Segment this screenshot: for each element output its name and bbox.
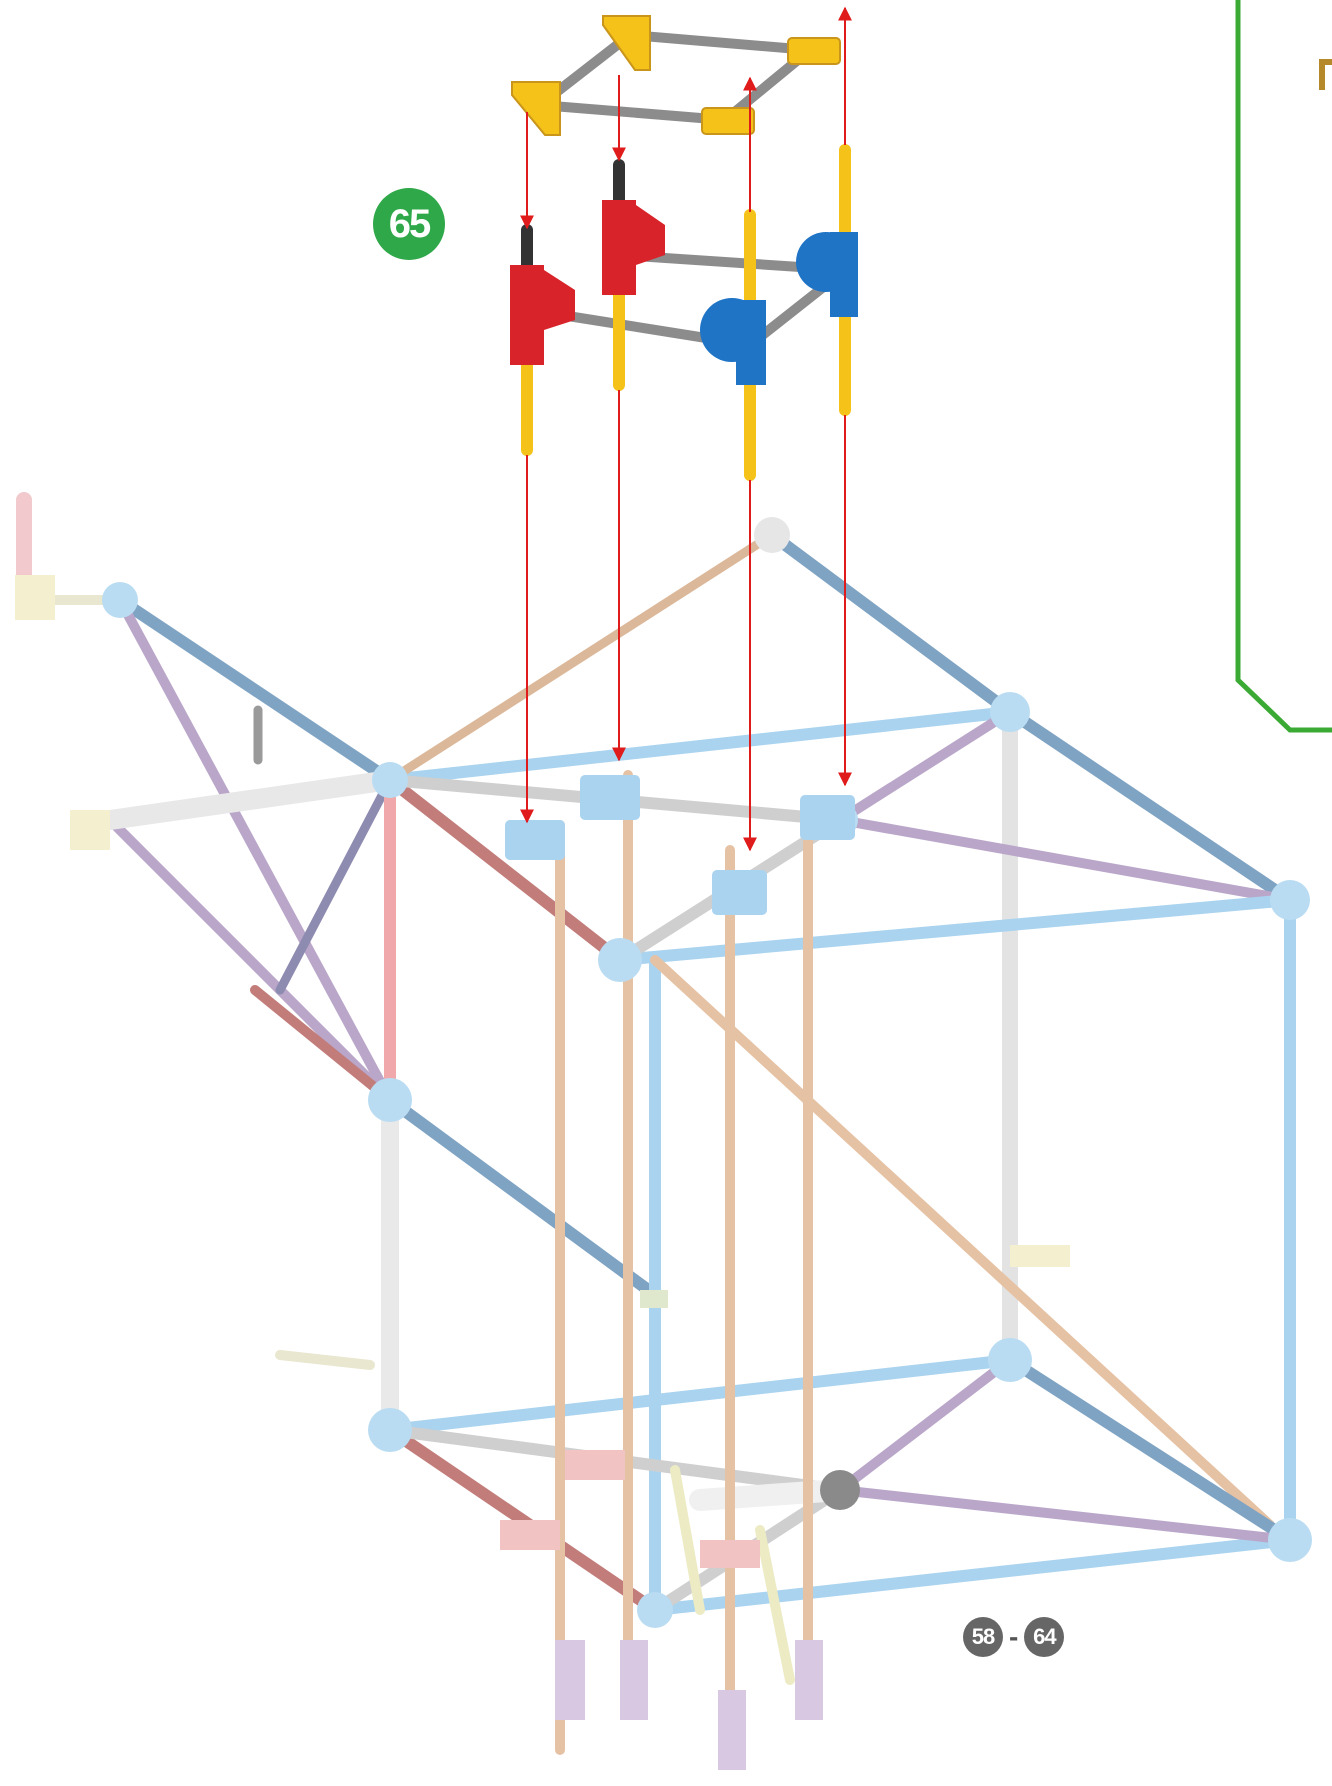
assembly-arrows: [520, 6, 852, 852]
base-structure: [15, 492, 1312, 1770]
range-end-badge: 64: [1024, 1617, 1065, 1657]
range-separator: -: [1009, 1621, 1019, 1652]
blue-connector-icon: [700, 298, 766, 385]
range-start-badge: 58: [963, 1617, 1003, 1657]
step-number-badge: 65: [373, 188, 445, 260]
callout-box: [1235, 0, 1332, 733]
callout-connector-icon: [1319, 59, 1332, 90]
previous-steps-range: 58 - 64: [963, 1617, 1065, 1657]
red-connector-icon: [510, 265, 575, 365]
yellow-connector-icon: [511, 81, 561, 136]
new-subassembly: [510, 15, 858, 481]
